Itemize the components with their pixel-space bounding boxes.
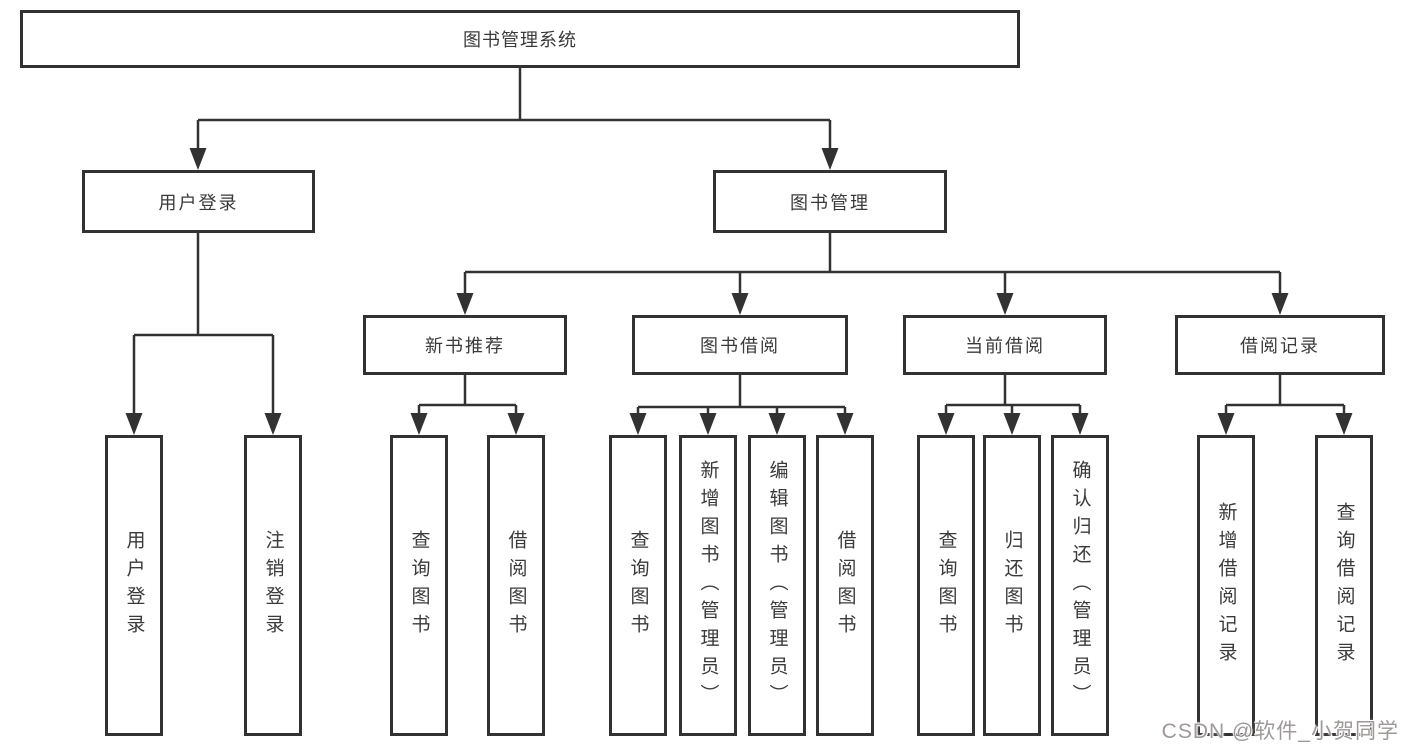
leaf-br-add-record: 新增借阅记录	[1197, 435, 1255, 736]
leaf-cb-return-books-label: 归还图书	[1001, 529, 1023, 642]
leaf-cb-confirm-return-admin: 确认归还（管理员）	[1051, 435, 1109, 736]
node-borrow-records: 借阅记录	[1175, 315, 1385, 375]
leaf-logout-label: 注销登录	[262, 529, 284, 642]
leaf-bb-query-books: 查询图书	[609, 435, 667, 736]
leaf-nb-borrow-books-label: 借阅图书	[505, 529, 527, 642]
node-current-borrowing-label: 当前借阅	[965, 336, 1045, 356]
leaf-user-login: 用户登录	[105, 435, 163, 736]
node-new-book-recommend: 新书推荐	[363, 315, 567, 375]
arrowhead	[1271, 293, 1289, 315]
arrowhead	[410, 413, 428, 435]
watermark: CSDN @软件_小贺同学	[1161, 720, 1399, 743]
node-book-management: 图书管理	[713, 170, 947, 233]
arrowhead	[996, 293, 1014, 315]
leaf-br-add-record-label: 新增借阅记录	[1215, 501, 1237, 670]
leaf-bb-add-books-admin-label: 新增图书（管理员）	[697, 459, 719, 712]
node-book-borrowing: 图书借阅	[632, 315, 848, 375]
node-root: 图书管理系统	[20, 10, 1020, 68]
leaf-br-query-record: 查询借阅记录	[1315, 435, 1373, 736]
leaf-cb-query-books-label: 查询图书	[935, 529, 957, 642]
leaf-nb-query-books-label: 查询图书	[408, 529, 430, 642]
node-new-book-recommend-label: 新书推荐	[425, 336, 505, 356]
node-root-label: 图书管理系统	[463, 30, 577, 50]
node-book-management-label: 图书管理	[790, 192, 870, 213]
leaf-bb-edit-books-admin: 编辑图书（管理员）	[748, 435, 806, 736]
leaf-user-login-label: 用户登录	[123, 529, 145, 642]
leaf-cb-return-books: 归还图书	[983, 435, 1041, 736]
leaf-logout: 注销登录	[244, 435, 302, 736]
arrowhead	[1003, 413, 1021, 435]
arrowhead	[699, 413, 717, 435]
leaf-br-query-record-label: 查询借阅记录	[1333, 501, 1355, 670]
arrowhead	[264, 413, 282, 435]
node-borrow-records-label: 借阅记录	[1240, 336, 1320, 356]
arrowhead	[836, 413, 854, 435]
arrowhead	[768, 413, 786, 435]
leaf-bb-query-books-label: 查询图书	[627, 529, 649, 642]
leaf-cb-confirm-return-admin-label: 确认归还（管理员）	[1069, 459, 1091, 712]
node-book-borrowing-label: 图书借阅	[700, 336, 780, 356]
leaf-bb-add-books-admin: 新增图书（管理员）	[679, 435, 737, 736]
arrowhead	[507, 413, 525, 435]
arrowhead	[1335, 413, 1353, 435]
arrowhead	[731, 293, 749, 315]
leaf-bb-edit-books-admin-label: 编辑图书（管理员）	[766, 459, 788, 712]
arrowhead	[937, 413, 955, 435]
node-user-login-label: 用户登录	[158, 192, 239, 213]
leaf-bb-borrow-books-label: 借阅图书	[834, 529, 856, 642]
leaf-cb-query-books: 查询图书	[917, 435, 975, 736]
leaf-nb-query-books: 查询图书	[390, 435, 448, 736]
arrowhead	[629, 413, 647, 435]
arrowhead	[456, 293, 474, 315]
arrowhead	[1217, 413, 1235, 435]
leaf-bb-borrow-books: 借阅图书	[816, 435, 874, 736]
arrowhead	[1071, 413, 1089, 435]
leaf-nb-borrow-books: 借阅图书	[487, 435, 545, 736]
arrowhead	[125, 413, 143, 435]
node-current-borrowing: 当前借阅	[903, 315, 1107, 375]
arrowhead	[189, 148, 207, 170]
node-user-login: 用户登录	[82, 170, 315, 233]
arrowhead	[821, 148, 839, 170]
